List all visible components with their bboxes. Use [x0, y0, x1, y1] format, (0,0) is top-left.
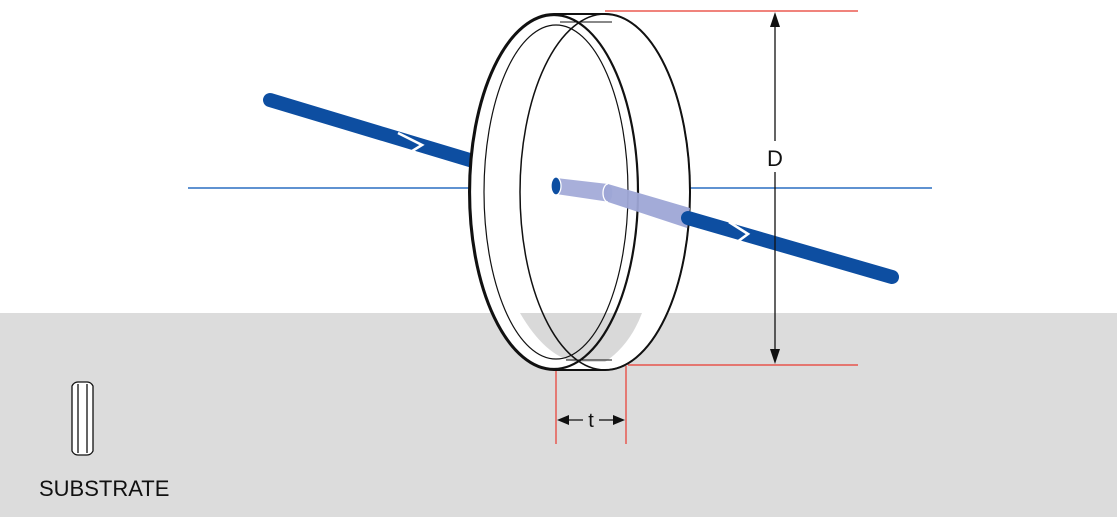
disc-bottom-shading	[520, 313, 642, 362]
beam-entry-spot	[550, 176, 562, 196]
substrate-label: SUBSTRATE	[39, 476, 169, 501]
exit-beam	[681, 211, 899, 284]
beam-through-rim	[608, 184, 690, 228]
direction-arrow-incident	[397, 131, 425, 158]
diameter-arrowhead-top	[770, 12, 780, 27]
thickness-label: t	[588, 410, 594, 432]
thickness-dimension: t	[557, 410, 625, 432]
diameter-label: D	[767, 146, 783, 171]
substrate-glyph-icon	[71, 381, 94, 456]
diameter-dimension: D	[767, 12, 783, 364]
thickness-arrowhead-left	[557, 415, 569, 425]
diameter-arrowhead-bottom	[770, 349, 780, 364]
dimension-extension-lines	[555, 10, 858, 444]
direction-arrow-exit	[728, 220, 751, 247]
refracted-beam	[556, 178, 610, 202]
thickness-arrowhead-right	[613, 415, 625, 425]
